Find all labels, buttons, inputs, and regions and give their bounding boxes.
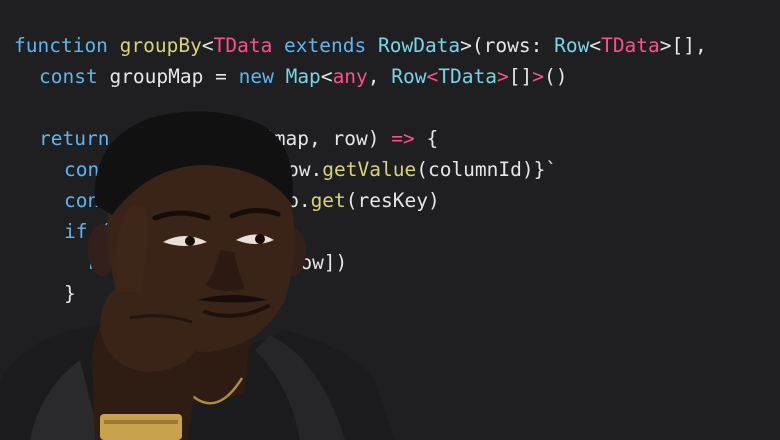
- right-eyebrow: [229, 208, 281, 219]
- code-line: }: [64, 278, 76, 309]
- code-line: function groupBy<TData extends RowData>(…: [14, 30, 707, 61]
- gold-watch: [100, 414, 182, 440]
- code-token: ,: [367, 65, 392, 88]
- code-token: (): [543, 65, 568, 88]
- code-line: const groupMap = new Map<any, Row<TData>…: [39, 61, 567, 92]
- watch-band-lines: [104, 420, 178, 424]
- code-token: extends: [272, 34, 378, 57]
- code-token: Map: [285, 65, 321, 88]
- fist: [100, 280, 201, 372]
- code-token: get: [310, 189, 346, 212]
- index-finger: [116, 205, 148, 292]
- code-token: any: [332, 65, 368, 88]
- code-token: new: [238, 65, 274, 88]
- code-token: const: [39, 65, 98, 88]
- code-token: >: [532, 65, 544, 88]
- smirk-mouth: [203, 304, 270, 318]
- hair-shape: [94, 111, 293, 215]
- code-token: }: [64, 282, 76, 305]
- code-token: function: [14, 34, 108, 57]
- code-token: <: [201, 34, 214, 57]
- code-token: groupMap =: [97, 65, 239, 88]
- code-token: >: [496, 65, 509, 88]
- code-token: (resKey): [345, 189, 440, 212]
- right-pupil: [255, 234, 265, 244]
- code-token: getValue: [322, 158, 417, 181]
- jacket-lapel-highlight: [30, 360, 100, 440]
- nose: [205, 250, 245, 291]
- jacket-collar-right: [255, 335, 345, 440]
- code-token: >[],: [659, 34, 707, 57]
- code-token: <: [426, 65, 439, 88]
- knuckle-line: [129, 314, 193, 324]
- code-token: TData: [438, 65, 497, 88]
- code-token: RowData: [377, 34, 461, 57]
- code-token: {: [414, 127, 439, 150]
- left-pupil: [185, 236, 195, 246]
- code-token: >(rows:: [460, 34, 555, 57]
- code-token: []: [508, 65, 533, 88]
- code-token: <: [320, 65, 333, 88]
- code-token: =>: [391, 127, 415, 150]
- left-eyebrow: [152, 210, 211, 221]
- code-token: TData: [213, 34, 273, 57]
- code-token: groupBy: [119, 34, 202, 57]
- code-token: <: [589, 34, 602, 57]
- code-token: Row: [554, 34, 590, 57]
- code-token: (columnId)}`: [416, 158, 558, 181]
- code-token: TData: [601, 34, 660, 57]
- mustache: [198, 295, 268, 303]
- code-token: Row: [391, 65, 427, 88]
